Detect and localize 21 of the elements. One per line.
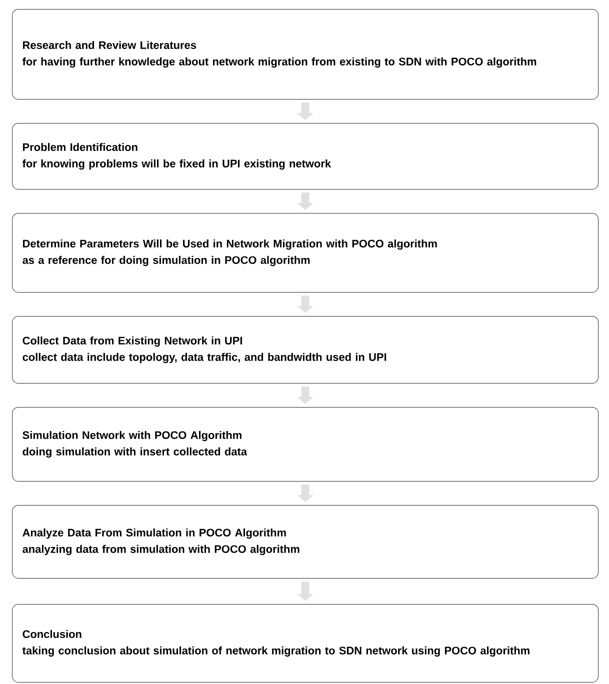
step-description: taking conclusion about simulation of network migration to SDN network using POCO algorithm bbox=[22, 646, 530, 657]
step-heading: Determine Parameters Will be Used in Network Migration with POCO algorithm bbox=[23, 239, 437, 250]
process-box bbox=[12, 604, 599, 683]
step-description: collect data include topology, data traffic, and bandwidth used in UPI bbox=[22, 352, 386, 364]
process-box bbox=[12, 316, 599, 384]
step-heading: Simulation Network with POCO Algorithm bbox=[22, 430, 242, 442]
step-heading: Problem Identification bbox=[23, 142, 138, 151]
step-heading: Analyze Data From Simulation in POCO Algorithm bbox=[22, 528, 286, 539]
step-description: doing simulation with insert collected data bbox=[22, 447, 248, 458]
process-box bbox=[12, 213, 599, 293]
process-box bbox=[12, 9, 599, 100]
process-box bbox=[12, 505, 599, 579]
process-box bbox=[12, 407, 599, 482]
step-description: for knowing problems will be fixed in UPI existing network bbox=[22, 159, 332, 170]
step-heading: Collect Data from Existing Network in UPI bbox=[22, 336, 242, 347]
process-box bbox=[12, 123, 599, 190]
step-description: for having further knowledge about network migration from existing to SDN with POCO algorithm bbox=[22, 57, 536, 68]
step-description: analyzing data from simulation with POCO algorithm bbox=[22, 544, 300, 556]
step-description: as a reference for doing simulation in POCO algorithm bbox=[22, 256, 310, 266]
step-heading: Conclusion bbox=[22, 630, 82, 638]
step-heading: Research and Review Literatures bbox=[23, 40, 196, 49]
